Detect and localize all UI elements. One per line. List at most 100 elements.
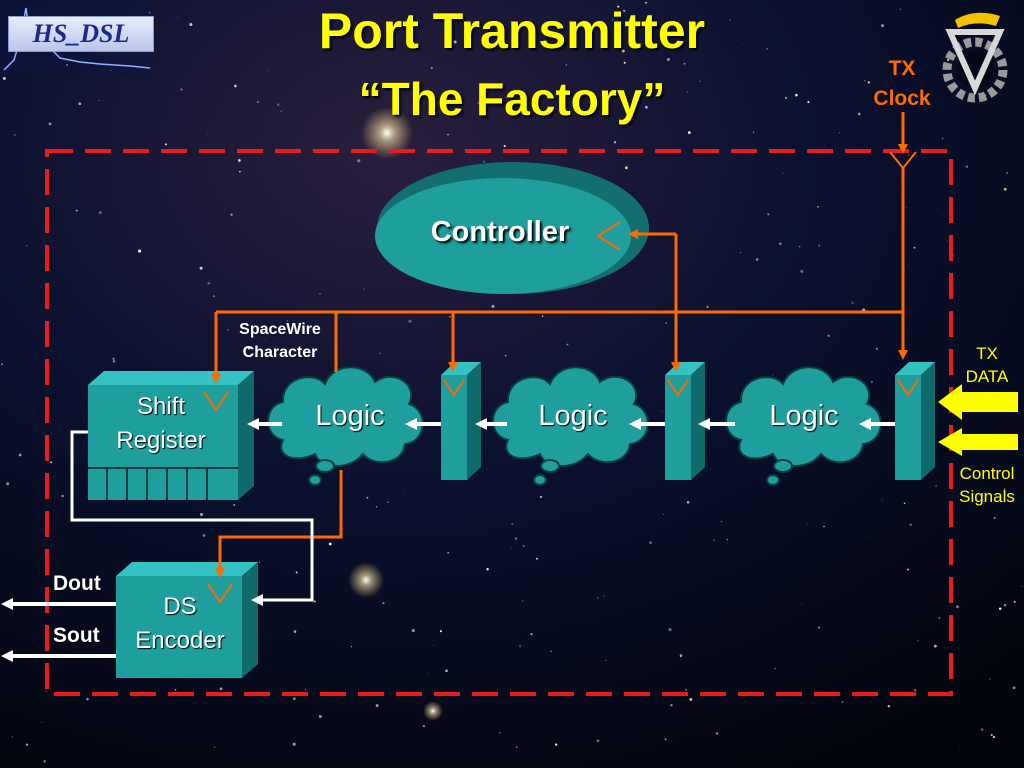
star <box>293 630 297 633</box>
star <box>98 100 100 101</box>
star <box>1021 585 1023 588</box>
star <box>550 650 553 653</box>
star <box>881 24 884 28</box>
star <box>511 548 513 550</box>
star <box>689 697 693 701</box>
star <box>867 81 870 84</box>
star <box>866 537 868 539</box>
star <box>649 541 652 545</box>
star <box>623 9 626 13</box>
tx-clock-label-line1: TX <box>888 57 916 80</box>
star <box>536 557 538 560</box>
star <box>25 245 28 247</box>
star <box>909 523 912 526</box>
register-2 <box>665 362 705 480</box>
star <box>863 79 866 82</box>
star <box>403 489 404 491</box>
star <box>239 170 241 173</box>
star <box>1003 488 1006 490</box>
star <box>445 669 448 673</box>
star <box>230 213 233 216</box>
star <box>908 154 909 156</box>
star <box>48 122 52 126</box>
star <box>428 673 429 674</box>
star <box>946 240 948 242</box>
star <box>305 689 307 691</box>
star <box>265 339 267 341</box>
star <box>449 316 451 318</box>
star <box>504 354 507 357</box>
star <box>112 357 115 360</box>
star <box>539 495 543 499</box>
star <box>664 738 667 741</box>
star <box>375 506 378 508</box>
star <box>993 516 996 519</box>
star <box>953 254 955 256</box>
clock-wires <box>211 112 917 578</box>
star <box>623 61 626 64</box>
star <box>61 494 64 498</box>
star <box>189 22 193 27</box>
star <box>729 19 731 21</box>
star <box>50 461 52 464</box>
star <box>447 133 449 136</box>
star <box>585 531 587 533</box>
tx-clock-label: TX Clock <box>862 54 942 114</box>
star <box>565 63 568 66</box>
star <box>784 96 788 100</box>
star <box>913 246 916 249</box>
star <box>1012 686 1016 690</box>
star <box>617 5 620 8</box>
star <box>818 626 820 629</box>
star <box>234 84 237 88</box>
star <box>408 319 412 323</box>
star <box>795 93 798 97</box>
star <box>112 360 116 363</box>
star <box>621 49 625 53</box>
star <box>935 485 937 487</box>
star <box>43 759 47 763</box>
star <box>214 746 216 748</box>
logic-label-3: Logic <box>769 400 839 432</box>
star <box>213 295 215 298</box>
star <box>295 571 298 574</box>
star <box>626 306 628 308</box>
star <box>752 131 755 133</box>
star <box>989 678 991 680</box>
star <box>266 70 268 72</box>
ds-encoder-label-line2: Encoder <box>135 627 225 654</box>
star <box>662 410 663 412</box>
star <box>199 512 204 517</box>
star <box>539 108 541 111</box>
star <box>611 19 614 21</box>
star <box>41 721 43 724</box>
star <box>679 654 683 657</box>
star <box>2 399 4 401</box>
star <box>313 600 316 603</box>
star <box>453 40 457 44</box>
star <box>164 143 168 146</box>
star <box>817 206 819 208</box>
star <box>1003 187 1007 191</box>
star <box>687 131 691 135</box>
star <box>980 728 984 731</box>
slide-subtitle: “The Factory” <box>358 73 666 125</box>
star <box>755 258 759 261</box>
technion-logo <box>942 12 1008 103</box>
star <box>447 552 449 554</box>
star <box>328 542 332 546</box>
star <box>665 322 667 324</box>
star <box>411 629 415 633</box>
star <box>499 732 501 734</box>
star <box>318 714 322 719</box>
star <box>596 739 600 743</box>
star <box>683 62 686 65</box>
star <box>477 101 481 105</box>
star <box>375 704 379 708</box>
star <box>839 272 841 274</box>
star <box>207 133 209 135</box>
shift-register-label-line2: Register <box>116 427 206 454</box>
star <box>32 410 34 412</box>
star <box>238 159 241 162</box>
star <box>199 266 203 270</box>
